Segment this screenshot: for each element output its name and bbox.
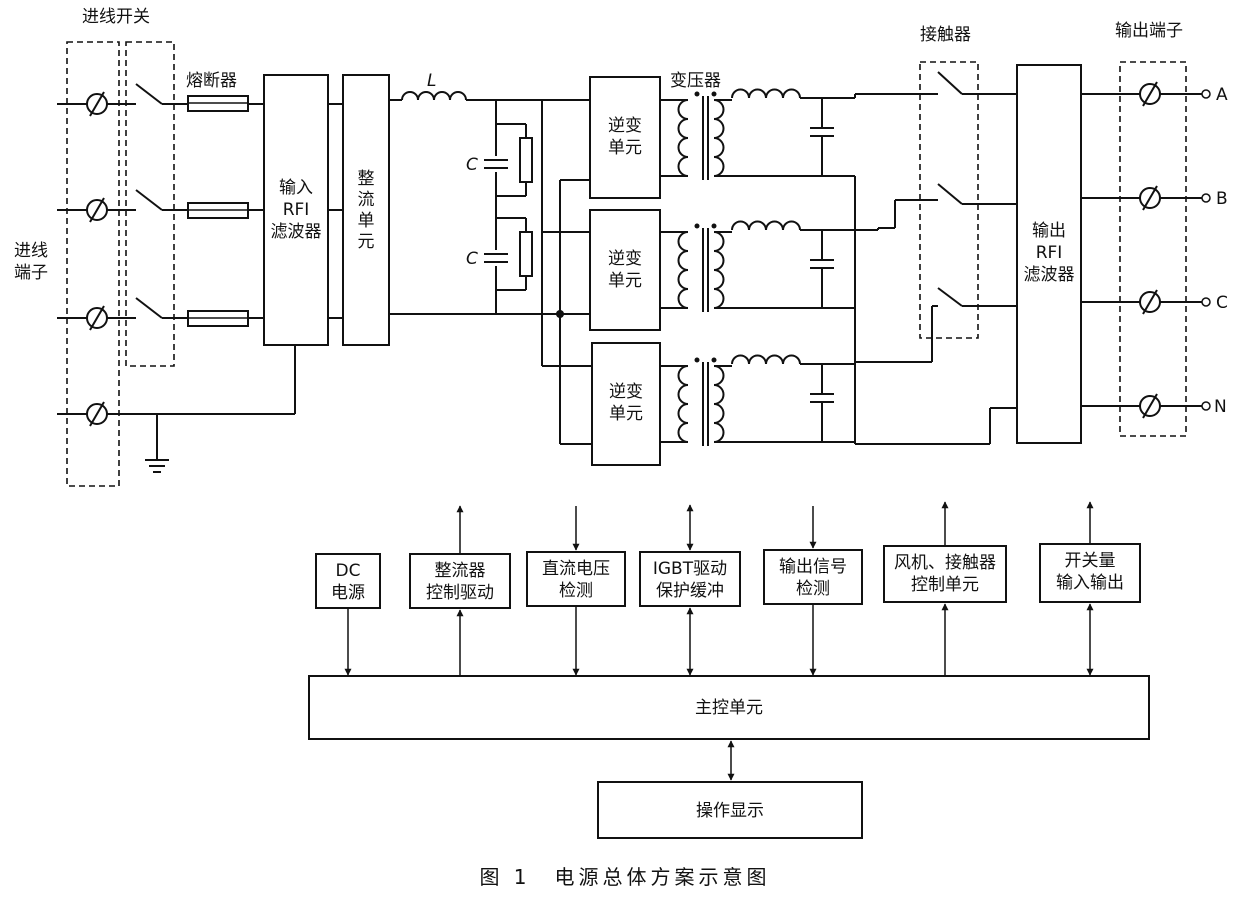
incoming-terminal-label-1: 进线	[14, 241, 48, 261]
dc-voltage-line-1: 直流电压	[542, 559, 610, 579]
incoming-terminal-label-2: 端子	[14, 263, 48, 283]
xfmr-1-output-inductor	[731, 88, 801, 99]
inverter-3-line-1: 逆变	[609, 382, 643, 402]
phase-b-label: B	[1216, 189, 1228, 209]
output-filter-line-2: RFI	[1036, 243, 1063, 263]
main-control-label: 主控单元	[695, 698, 763, 718]
output-terminal-label: 输出端子	[1115, 21, 1183, 41]
inverter-1-line-1: 逆变	[608, 116, 642, 136]
output-terminal-symbols	[1081, 81, 1211, 419]
output-signal-line-1: 输出信号	[779, 557, 847, 577]
dc-power-block	[315, 553, 381, 609]
igbt-drive-line-2: 保护缓冲	[656, 581, 724, 601]
xfmr-1-dot-2	[711, 91, 717, 97]
main-control-block	[308, 675, 1150, 740]
rectifier-line-2: 流	[358, 190, 375, 210]
xfmr-3-dot	[694, 357, 700, 363]
inverter-unit-2	[589, 209, 661, 331]
xfmr-3-dot-2	[711, 357, 717, 363]
contactor-label: 接触器	[920, 25, 971, 45]
rectifier-drive-line-1: 整流器	[435, 561, 486, 581]
inverter-2-line-2: 单元	[608, 271, 642, 291]
output-filter-line-1: 输出	[1032, 221, 1066, 241]
fan-contactor-line-2: 控制单元	[911, 575, 979, 595]
inverter-3-line-2: 单元	[609, 404, 643, 424]
igbt-drive-block	[639, 551, 741, 607]
xfmr-2-primary-coil	[677, 231, 689, 309]
xfmr-2-secondary-coil	[713, 231, 725, 309]
incoming-switch-label: 进线开关	[82, 7, 150, 27]
xfmr-3-secondary-coil	[713, 365, 725, 443]
rectifier-drive-line-2: 控制驱动	[426, 583, 494, 603]
contactor-contacts	[855, 71, 1017, 363]
control-arrows	[344, 501, 1094, 781]
figure-caption: 图 1 电源总体方案示意图	[479, 865, 770, 889]
rectifier-drive-block	[409, 553, 511, 609]
rectifier-line-4: 元	[358, 232, 375, 252]
operation-display-label: 操作显示	[696, 801, 764, 821]
inductor-icon	[389, 91, 467, 101]
phase-c-label: C	[1216, 293, 1228, 313]
transformers	[660, 88, 879, 446]
incoming-switch-box	[125, 41, 175, 367]
xfmr-1-dot	[694, 91, 700, 97]
input-filter-line-1: 输入	[279, 178, 313, 198]
incoming-terminal-box	[66, 41, 120, 487]
output-rfi-filter-block	[1016, 64, 1082, 444]
incoming-terminal-symbols	[86, 91, 108, 427]
dc-link-capacitors	[484, 100, 533, 314]
input-rfi-filter-block	[263, 74, 329, 346]
xfmr-2-output-inductor	[731, 220, 801, 231]
dc-power-line-2: 电源	[331, 583, 365, 603]
ground-icon	[145, 414, 169, 473]
igbt-drive-line-1: IGBT驱动	[653, 559, 727, 579]
fan-contactor-line-1: 风机、接触器	[894, 553, 996, 573]
rectifier-block	[342, 74, 390, 346]
rectifier-line-3: 单	[358, 211, 375, 231]
input-filter-line-3: 滤波器	[271, 222, 322, 242]
operation-display-block	[597, 781, 863, 839]
switch-io-line-1: 开关量	[1065, 551, 1116, 571]
phase-a-label: A	[1216, 85, 1228, 105]
xfmr-3-output-inductor	[731, 354, 801, 365]
capacitor-label-2: C	[466, 249, 478, 269]
xfmr-2-dot	[694, 223, 700, 229]
neutral-wiring	[855, 407, 1017, 445]
dc-voltage-detect-block	[526, 551, 626, 607]
input-phase-lines	[57, 103, 295, 415]
dc-power-line-1: DC	[336, 561, 361, 581]
output-filter-line-3: 滤波器	[1024, 265, 1075, 285]
phase-n-label: N	[1214, 397, 1227, 417]
rectifier-line-1: 整	[358, 169, 375, 189]
xfmr-3-primary-coil	[677, 365, 689, 443]
output-signal-line-2: 检测	[796, 579, 830, 599]
xfmr-2-dot-2	[711, 223, 717, 229]
fuse-label: 熔断器	[186, 71, 237, 91]
xfmr-1-primary-coil	[677, 99, 689, 177]
inductor-label: L	[427, 71, 436, 91]
inverter-1-line-2: 单元	[608, 138, 642, 158]
capacitor-label-1: C	[466, 155, 478, 175]
dc-voltage-line-2: 检测	[559, 581, 593, 601]
switch-io-block	[1039, 543, 1141, 603]
control-blocks: DC 电源 整流器 控制驱动 直流电压 检测 IGBT驱动 保护缓冲 输出信号 …	[308, 543, 1150, 839]
inverter-2-line-1: 逆变	[608, 249, 642, 269]
transformer-label: 变压器	[670, 71, 721, 91]
inverter-bus-wiring	[541, 100, 592, 445]
output-terminal-box	[1119, 61, 1187, 437]
input-filter-line-2: RFI	[283, 200, 310, 220]
incoming-switch-contacts	[135, 83, 188, 319]
switch-io-line-2: 输入输出	[1056, 573, 1124, 593]
fuses	[187, 95, 264, 327]
inverter-unit-1	[589, 76, 661, 199]
xfmr-1-secondary-coil	[713, 99, 725, 177]
inverter-unit-3	[591, 342, 661, 466]
